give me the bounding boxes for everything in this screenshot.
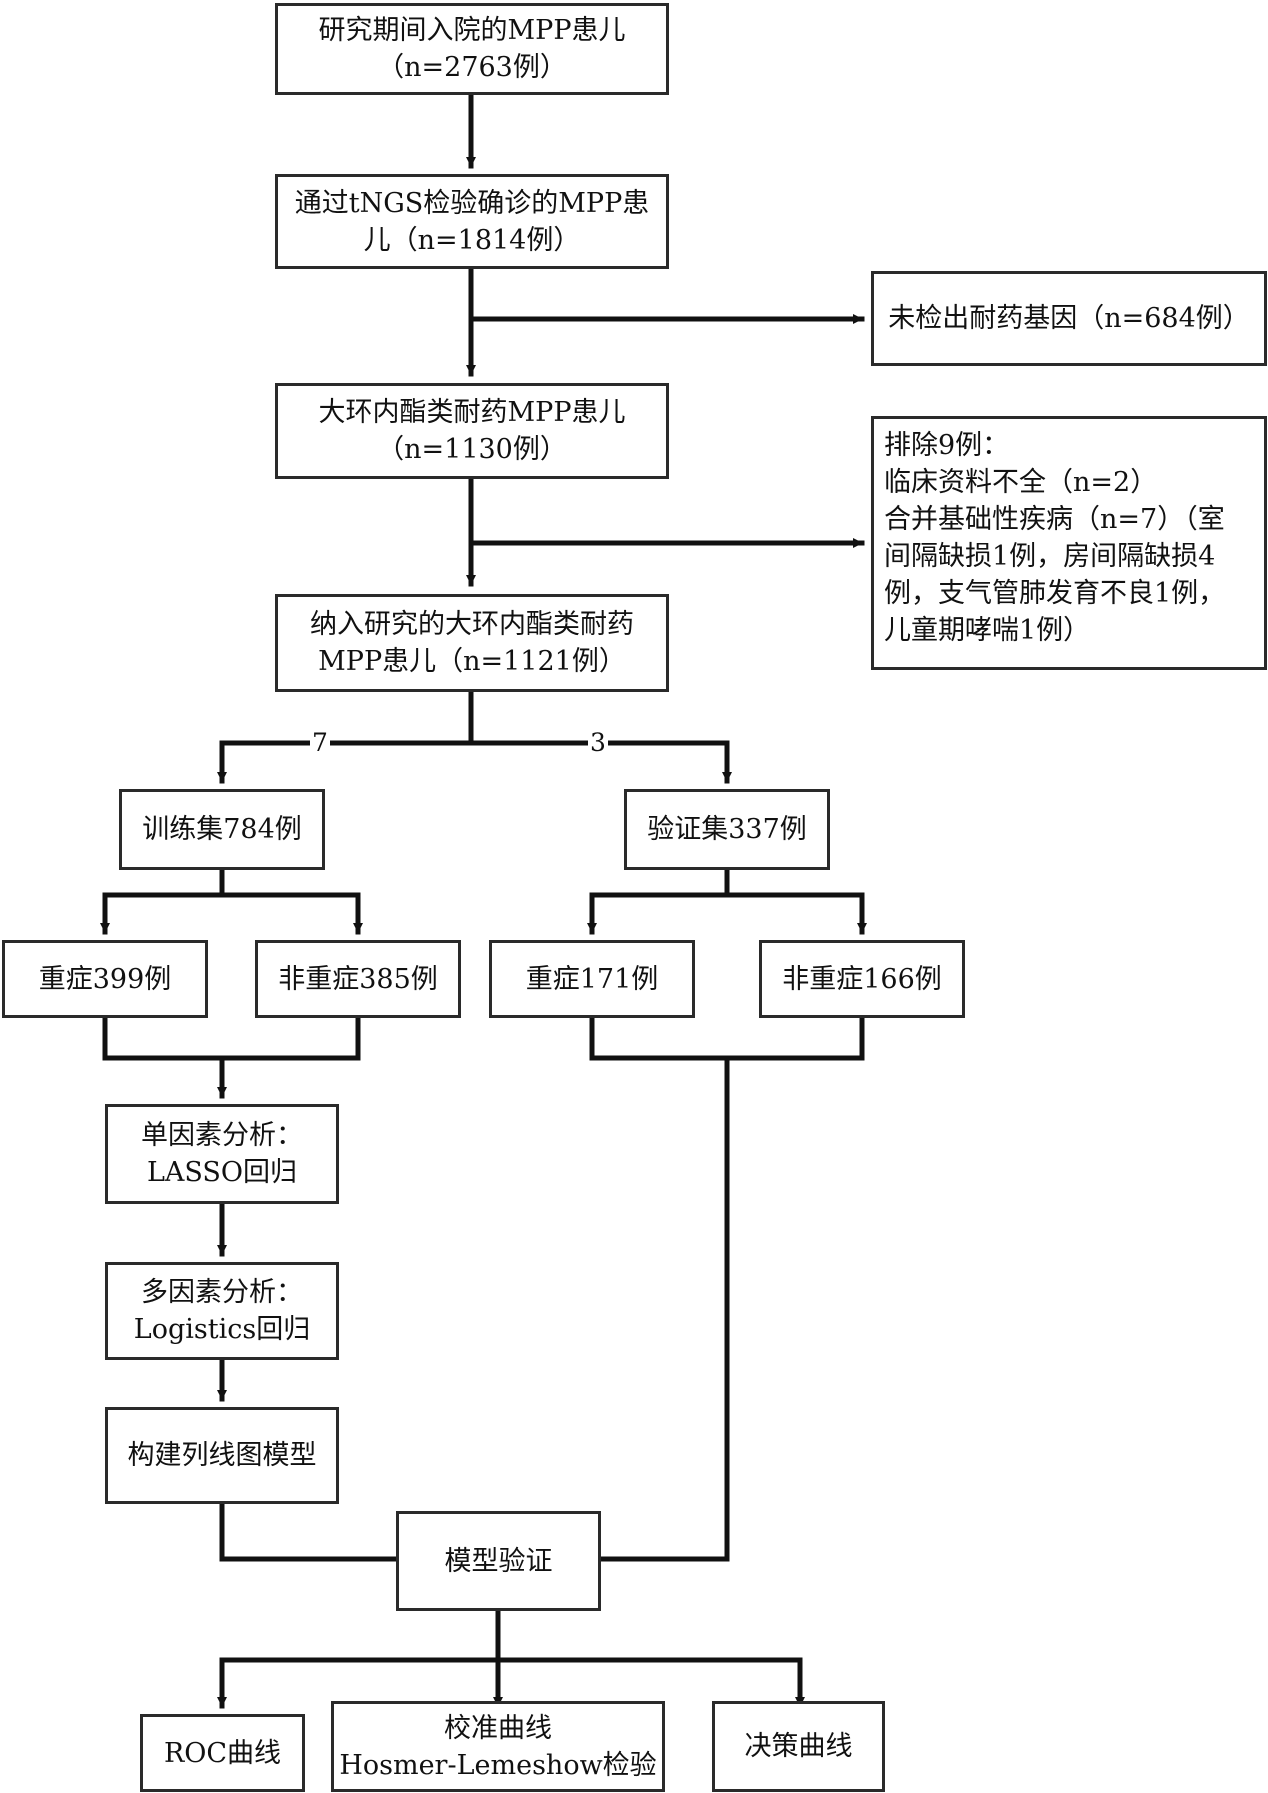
- macrolide-resistant-line-2: （n=1130例）: [377, 434, 567, 465]
- training-ratio-label: 7: [310, 728, 330, 757]
- train-non-severe-label: 非重症385例: [278, 963, 438, 995]
- no-resistance-gene-line-1: 未检出耐药基因（n=684例）: [888, 303, 1250, 334]
- training-set-label: 训练集784例: [142, 814, 302, 845]
- train-severe-label: 重症399例: [38, 963, 172, 995]
- nomogram-label: 构建列线图模型: [127, 1440, 317, 1471]
- arrow-to-valid-severe: [587, 892, 730, 935]
- valid-non-severe-label: 非重症166例: [782, 963, 942, 995]
- calibration-curve-box: 校准曲线 Hosmer-Lemeshow检验: [331, 1701, 665, 1792]
- univariate-line-2: LASSO回归: [146, 1157, 298, 1188]
- train-non-severe-box: 非重症385例: [255, 940, 461, 1018]
- validation-ratio-label: 3: [588, 728, 608, 757]
- no-resistance-gene-box: 未检出耐药基因（n=684例）: [871, 271, 1267, 366]
- decision-curve-label: 决策曲线: [744, 1731, 853, 1762]
- roc-curve-box: ROC曲线: [140, 1714, 305, 1792]
- roc-label: ROC曲线: [163, 1737, 282, 1769]
- excluded-line-3: 合并基础性疾病（n=7）（室: [884, 504, 1225, 535]
- arrow-to-roc: [217, 1657, 501, 1709]
- arrow-to-training: [217, 740, 474, 784]
- included-line-2: MPP患儿（n=1121例）: [318, 646, 626, 677]
- training-set-box: 训练集784例: [119, 789, 325, 870]
- admitted-line-2: （n=2763例）: [377, 52, 567, 83]
- admitted-line-1: 研究期间入院的MPP患儿: [318, 15, 626, 46]
- line-valid-merge: [589, 1014, 865, 1061]
- arrow-to-valid-non-severe: [724, 892, 867, 935]
- nomogram-box: 构建列线图模型: [105, 1407, 339, 1504]
- arrow-to-validation: [468, 740, 732, 784]
- excluded-line-5: 例，支气管肺发育不良1例，: [884, 578, 1226, 609]
- calibration-line-1: 校准曲线: [444, 1712, 552, 1744]
- tngs-confirmed-box: 通过tNGS检验确诊的MPP患 儿（n=1814例）: [275, 174, 669, 269]
- univariate-analysis-box: 单因素分析： LASSO回归: [105, 1104, 339, 1204]
- excluded-line-4: 间隔缺损1例，房间隔缺损4: [884, 541, 1216, 572]
- multivariate-analysis-box: 多因素分析： Logistics回归: [105, 1262, 339, 1360]
- valid-non-severe-box: 非重症166例: [759, 940, 965, 1018]
- line-validation-to-model: [597, 1055, 730, 1562]
- tngs-confirmed-line-2: 儿（n=1814例）: [363, 224, 581, 256]
- included-box: 纳入研究的大环内酯类耐药 MPP患儿（n=1121例）: [275, 594, 669, 692]
- macrolide-resistant-box: 大环内酯类耐药MPP患儿 （n=1130例）: [275, 383, 669, 479]
- arrow-to-train-non-severe: [219, 892, 363, 935]
- included-line-1: 纳入研究的大环内酯类耐药: [310, 609, 634, 640]
- valid-severe-label: 重症171例: [525, 963, 659, 995]
- train-severe-box: 重症399例: [2, 940, 208, 1018]
- arrow-to-train-severe: [100, 892, 225, 935]
- tngs-confirmed-line-1: 通过tNGS检验确诊的MPP患: [294, 187, 650, 219]
- model-validation-box: 模型验证: [396, 1511, 601, 1611]
- univariate-line-1: 单因素分析：: [141, 1120, 303, 1151]
- multivariate-line-1: 多因素分析：: [141, 1277, 303, 1308]
- validation-set-label: 验证集337例: [647, 814, 807, 845]
- admitted-box: 研究期间入院的MPP患儿 （n=2763例）: [275, 3, 669, 95]
- arrow-to-decision: [495, 1657, 805, 1709]
- macrolide-resistant-line-1: 大环内酯类耐药MPP患儿: [318, 397, 626, 428]
- valid-severe-box: 重症171例: [489, 940, 695, 1018]
- calibration-line-2: Hosmer-Lemeshow检验: [339, 1749, 657, 1781]
- excluded-line-2: 临床资料不全（n=2）: [884, 467, 1158, 498]
- line-nomogram-to-model: [219, 1500, 399, 1562]
- excluded-box: 排除9例： 临床资料不全（n=2） 合并基础性疾病（n=7）（室 间隔缺损1例，…: [871, 416, 1267, 670]
- multivariate-line-2: Logistics回归: [133, 1314, 311, 1345]
- decision-curve-box: 决策曲线: [712, 1701, 885, 1792]
- line-train-merge: [102, 1014, 361, 1061]
- model-validation-label: 模型验证: [444, 1545, 553, 1577]
- excluded-line-6: 儿童期哮喘1例）: [884, 615, 1091, 646]
- validation-set-box: 验证集337例: [624, 789, 830, 870]
- excluded-line-1: 排除9例：: [884, 430, 1010, 461]
